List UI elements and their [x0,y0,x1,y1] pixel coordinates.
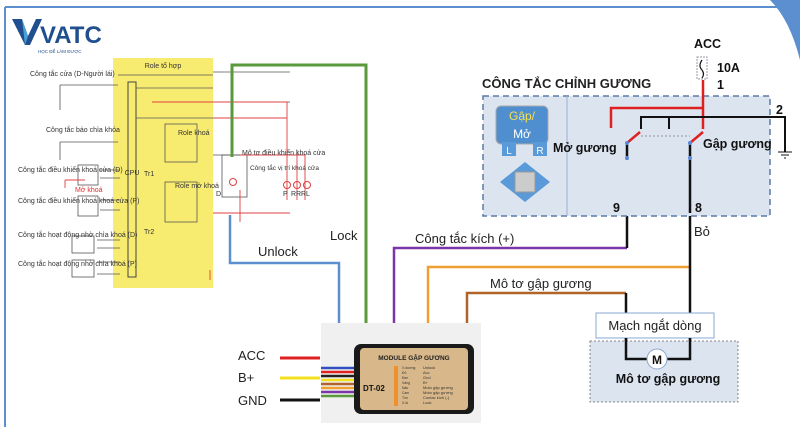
module-dt02: MODULE GẬP GƯƠNG DT-02 X.dương Đỏ Đen Và… [321,323,481,423]
label-key-op-d: Công tắc hoạt động nhờ chìa khoá (D) [18,230,137,239]
label-key-switch: Công tắc báo chìa khóa [46,125,120,134]
direction-pad-center [514,171,536,193]
pin-color-1: Đỏ [402,371,406,375]
label-position-switch: Công tắc vị trí khoá cửa [250,163,319,172]
pin-color-6: Tím [402,396,408,400]
motor-symbol: M [652,353,662,367]
motor-icon [646,348,668,370]
pin-1: 1 [717,78,724,92]
corner-decoration [770,0,800,60]
relay-box [113,58,213,288]
relay-schematic: Role tổ hợp CPU Công tắc cửa (D-Người lá… [18,58,325,288]
module-model: DT-02 [363,384,385,393]
module-title: MODULE GẬP GƯƠNG [378,353,450,362]
pin-color-3: Vàng [402,381,410,385]
cpu-block [127,81,137,278]
label-lock-control-p: Công tắc điều khiển khoá khoá cửa (P) [18,196,139,205]
mirror-switch-title: CÔNG TẮC CHỈNH GƯƠNG [482,76,651,91]
unlock-wire [228,215,341,325]
acc-label: ACC [238,348,265,363]
label-unlock-switch: Mở khoá [75,186,103,194]
acc-supply-label: ACC [694,37,721,51]
label-door-switch: Công tắc cửa (D-Người lái) [30,69,115,78]
trigger-wire [392,246,627,325]
pin-color-7: X.lá [402,401,408,405]
cpu-label: CPU [125,170,140,177]
pin-func-1: Acc [423,370,430,375]
pin-func-7: Lock [423,400,431,405]
label-lock-control-d: Công tắc điều khiển khoá cửa (D) [18,165,123,174]
right-button [533,142,547,156]
pin-color-0: X.dương [402,366,415,370]
trigger-label: Công tắc kích (+) [415,231,514,246]
fold-motor-label: Mô tơ gập gương [616,372,721,386]
fuse-rating: 10A [717,61,740,75]
label-key-op-p: Công tắc hoạt động nhờ chìa khoá (P) [18,259,137,268]
pin-color-2: Đen [402,376,408,380]
label-tr1: Tr1 [144,171,154,178]
fold-motor-box [589,340,739,403]
pin-color-5: Cam [402,391,409,395]
pin-func-0: Unlock [423,365,435,370]
lock-wire [230,63,368,325]
pin-color-4: Nâu [402,386,408,390]
relay-title: Role tổ hợp [145,62,182,70]
pin-8: 8 [695,201,702,215]
cutoff-circuit-box [595,312,715,339]
pin-func-6: Contac kích (-) [423,395,450,400]
left-button [502,142,516,156]
fold-motor-wire-label: Mô tơ gập gương [490,276,592,291]
bplus-label: B+ [238,370,254,385]
left-button-label: L [506,146,512,157]
label-relay-lock: Role khoá [178,130,210,137]
label-lock-motor: Mô tơ điều khiển khoá cửa [242,148,325,157]
gnd-label: GND [238,393,267,408]
pin-func-4: Moto gập gương [423,385,453,390]
pin-func-5: Moto gập gương [423,390,453,395]
fold-button [495,105,549,145]
pin-func-3: B+ [423,380,429,385]
pin-9: 9 [613,201,620,215]
fold-button-bottom: Mở [513,127,531,141]
fold-button-top: Gập/ [509,109,536,123]
vatc-logo: VATC HỌC ĐỂ LÀM ĐƯỢC [12,19,102,54]
lock-label: Lock [330,228,358,243]
remove-label: Bỏ [694,224,710,239]
motor-rl: RL [301,191,310,198]
fuse-icon [699,59,705,79]
label-tr2: Tr2 [144,229,154,236]
cutoff-circuit-label: Mạch ngắt dòng [608,318,701,333]
motor-d: D [216,191,221,198]
motor-rr: RR [291,191,301,198]
logo-text: VATC [40,22,102,49]
motor-p: P [283,191,288,198]
right-button-label: R [536,146,543,157]
unlock-label: Unlock [258,244,298,259]
mirror-switch: CÔNG TẮC CHỈNH GƯƠNG Gập/ Mở L R Mở gươn… [482,37,792,239]
fuse [696,56,708,80]
open-mirror-label: Mở gương [553,141,617,155]
brown-motor-wire [465,291,626,325]
fold-mirror-label: Gập gương [703,137,772,151]
label-relay-unlock: Role mở khoá [175,182,219,190]
pin-2: 2 [776,103,783,117]
orange-motor-wire [426,265,690,325]
pin-func-2: Gnd [423,375,431,380]
logo-tagline: HỌC ĐỂ LÀM ĐƯỢC [38,48,82,54]
